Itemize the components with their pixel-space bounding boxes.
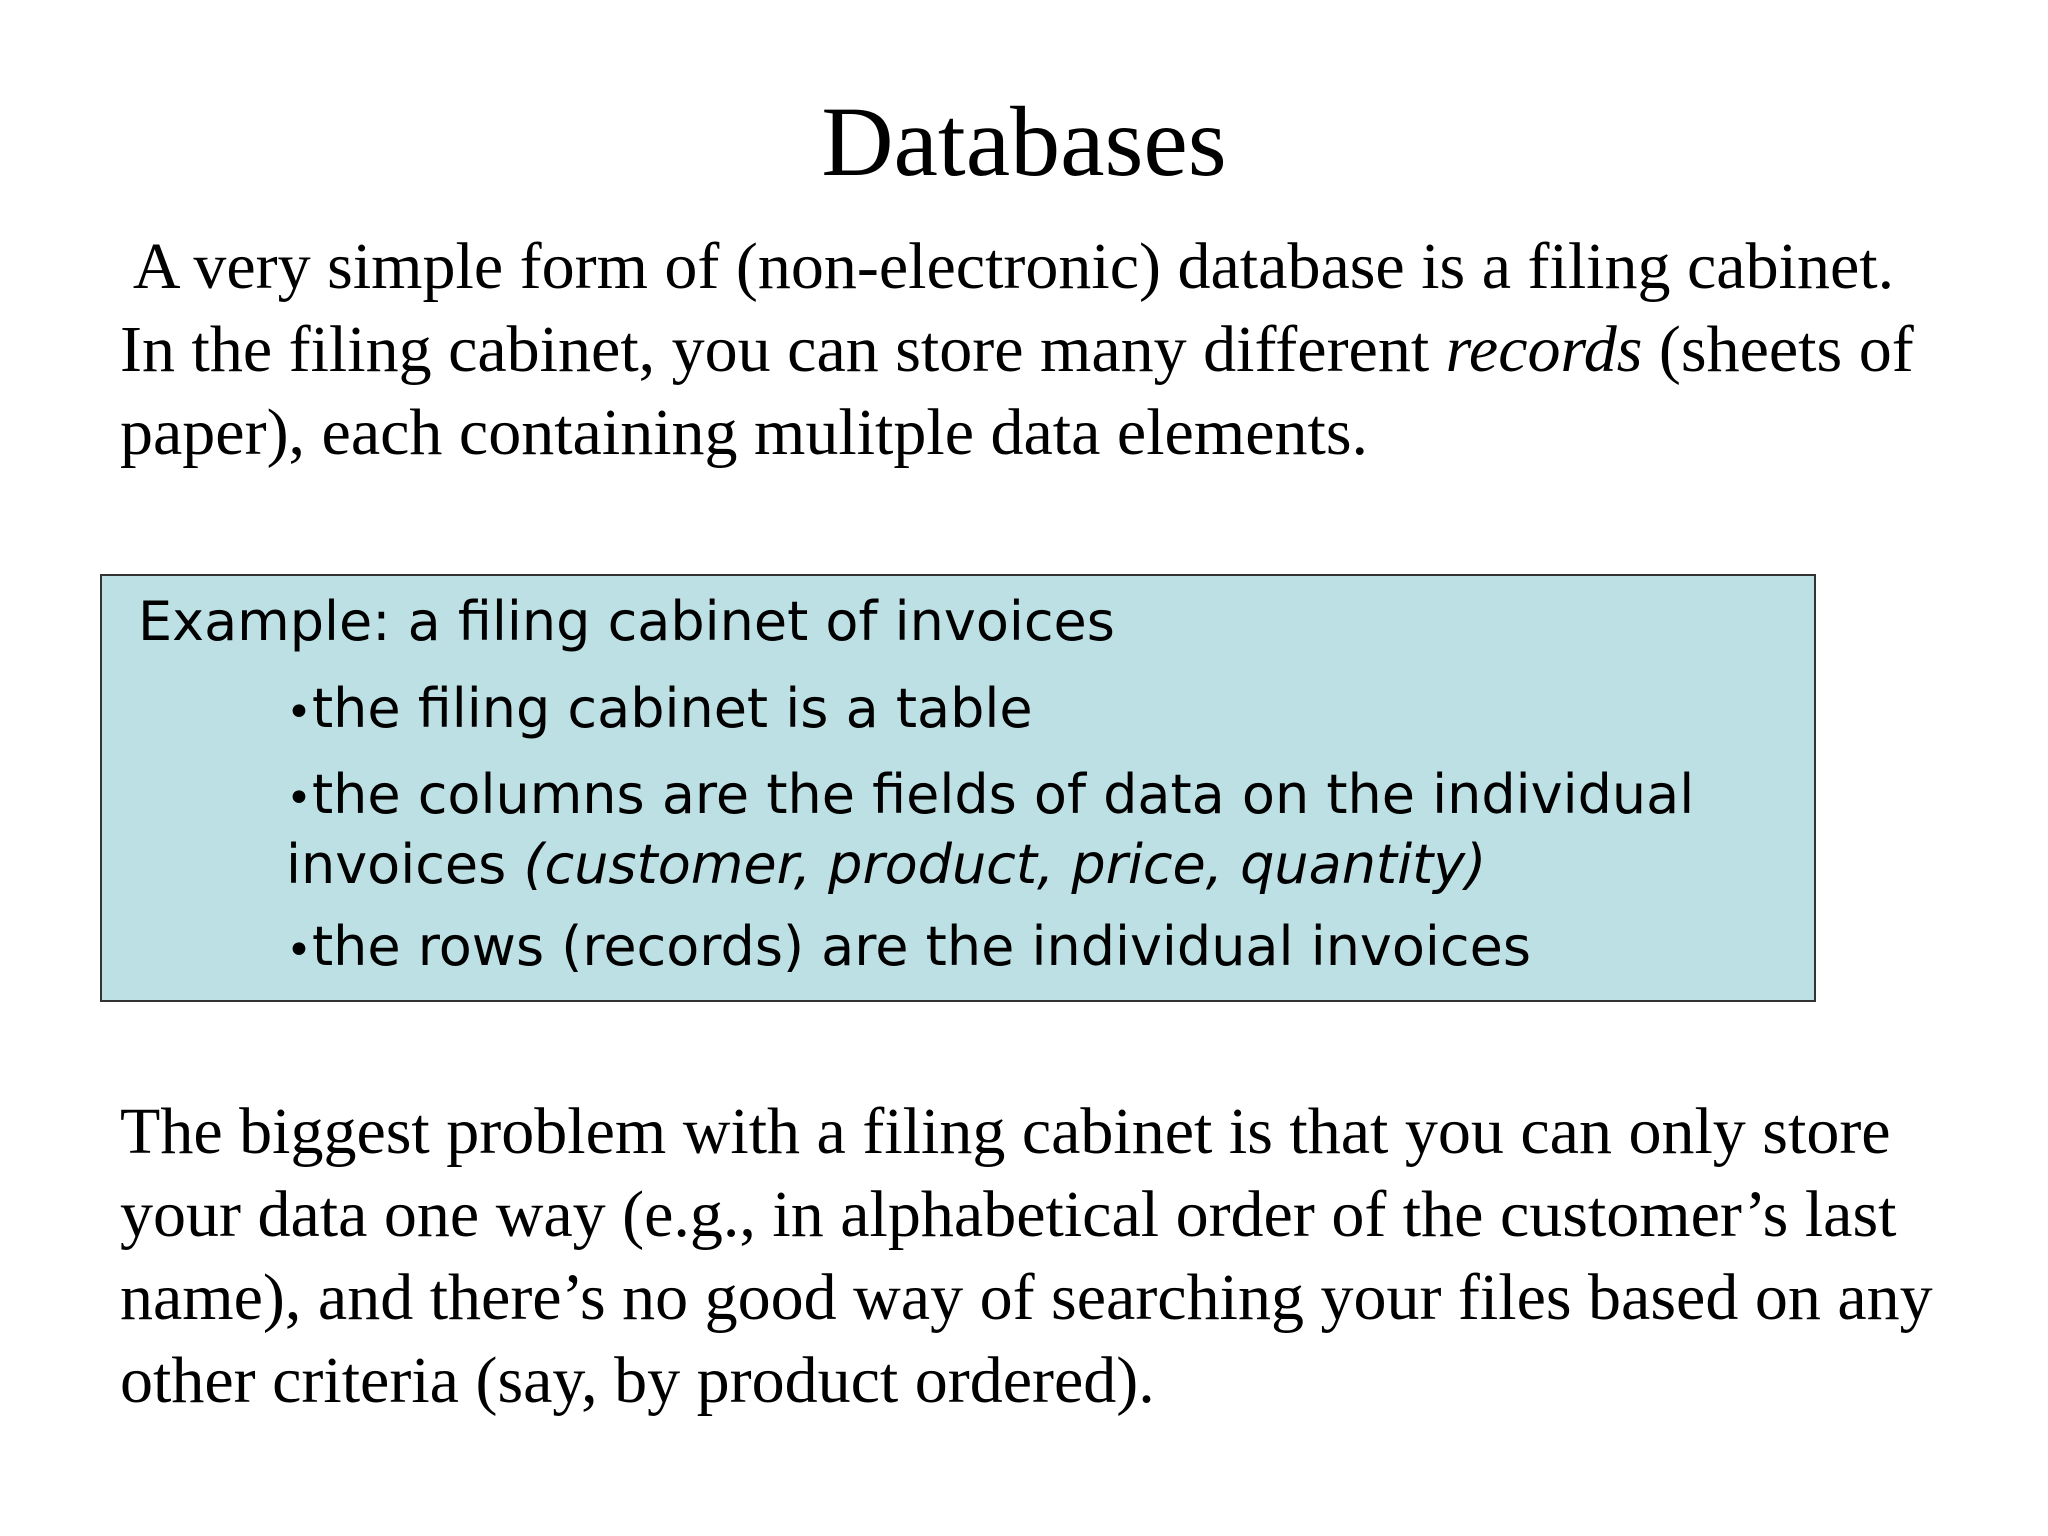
bullet-item-columns: •the columns are the fields of data on t…: [286, 762, 1786, 898]
example-bullet-list: •the filing cabinet is a table •the colu…: [286, 676, 1786, 984]
intro-italic-records: records: [1445, 313, 1643, 386]
bullet-text: the filing cabinet is a table: [311, 677, 1033, 740]
intro-paragraph: A very simple form of (non-electronic) d…: [120, 225, 1960, 474]
intro-text-start: A very simple form of (non-electronic) d…: [120, 230, 1895, 386]
bullet-item-rows: •the rows (records) are the individual i…: [286, 914, 1786, 984]
intro-leading-space: [120, 230, 133, 303]
example-heading: Example: a filing cabinet of invoices: [138, 590, 1115, 653]
bullet-item-table: •the filing cabinet is a table: [286, 676, 1786, 746]
bullet-text: the rows (records) are the individual in…: [311, 915, 1531, 978]
bullet-icon: •: [286, 925, 312, 976]
intro-text-end: (sheets of paper), each containing mulit…: [120, 313, 1914, 469]
bullet-text: the columns are the fields of data on th…: [286, 763, 1695, 896]
slide-title: Databases: [821, 86, 1227, 197]
outro-paragraph: The biggest problem with a filing cabine…: [120, 1095, 1933, 1417]
bullet-icon: •: [286, 687, 312, 738]
example-box: Example: a filing cabinet of invoices •t…: [100, 574, 1816, 1002]
bullet-italic-fields: (customer, product, price, quantity): [523, 833, 1487, 896]
bullet-icon: •: [286, 773, 312, 824]
